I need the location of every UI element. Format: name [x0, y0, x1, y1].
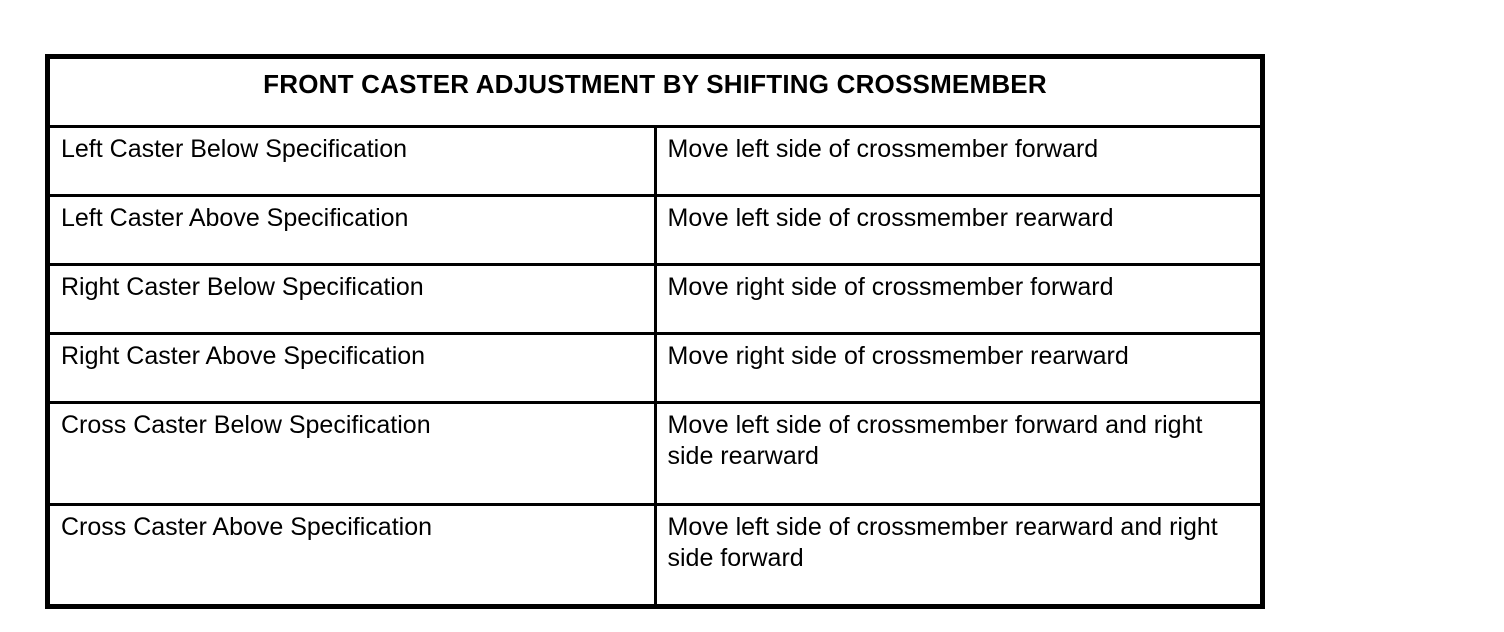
table-body: FRONT CASTER ADJUSTMENT BY SHIFTING CROS… — [47, 56, 1263, 607]
table-row: Cross Caster Below Specification Move le… — [47, 401, 1263, 506]
condition-text: Right Caster Below Specification — [61, 273, 424, 301]
condition-cell: Left Caster Below Specification — [47, 125, 657, 197]
table-row: Cross Caster Above Specification Move le… — [47, 503, 1263, 607]
condition-cell: Right Caster Above Specification — [47, 332, 657, 404]
table-title-cell: FRONT CASTER ADJUSTMENT BY SHIFTING CROS… — [47, 56, 1263, 128]
action-cell: Move left side of crossmember forward an… — [653, 401, 1263, 506]
action-cell: Move right side of crossmember rearward — [653, 332, 1263, 404]
action-text: Move left side of crossmember forward — [667, 135, 1099, 163]
table-row: Left Caster Below Specification Move lef… — [47, 125, 1263, 197]
condition-cell: Right Caster Below Specification — [47, 263, 657, 335]
action-text: Move right side of crossmember rearward — [667, 342, 1129, 370]
table-title-row: FRONT CASTER ADJUSTMENT BY SHIFTING CROS… — [47, 56, 1263, 128]
table-row: Right Caster Above Specification Move ri… — [47, 332, 1263, 404]
table-title-text: FRONT CASTER ADJUSTMENT BY SHIFTING CROS… — [263, 69, 1047, 99]
condition-text: Left Caster Above Specification — [61, 204, 409, 232]
caster-adjustment-table: FRONT CASTER ADJUSTMENT BY SHIFTING CROS… — [45, 54, 1265, 609]
condition-cell: Cross Caster Below Specification — [47, 401, 657, 506]
condition-cell: Left Caster Above Specification — [47, 194, 657, 266]
condition-text: Right Caster Above Specification — [61, 342, 426, 370]
action-text: Move right side of crossmember forward — [667, 273, 1114, 301]
condition-text: Cross Caster Above Specification — [61, 513, 433, 541]
action-cell: Move left side of crossmember rearward a… — [653, 503, 1263, 607]
action-text: Move left side of crossmember rearward — [667, 204, 1114, 232]
action-text: Move left side of crossmember rearward a… — [667, 513, 1218, 573]
action-cell: Move left side of crossmember rearward — [653, 194, 1263, 266]
caster-adjustment-table-wrapper: FRONT CASTER ADJUSTMENT BY SHIFTING CROS… — [45, 54, 1265, 609]
action-cell: Move left side of crossmember forward — [653, 125, 1263, 197]
table-row: Left Caster Above Specification Move lef… — [47, 194, 1263, 266]
table-row: Right Caster Below Specification Move ri… — [47, 263, 1263, 335]
action-text: Move left side of crossmember forward an… — [667, 411, 1203, 471]
action-cell: Move right side of crossmember forward — [653, 263, 1263, 335]
condition-cell: Cross Caster Above Specification — [47, 503, 657, 607]
condition-text: Left Caster Below Specification — [61, 135, 408, 163]
condition-text: Cross Caster Below Specification — [61, 411, 431, 439]
